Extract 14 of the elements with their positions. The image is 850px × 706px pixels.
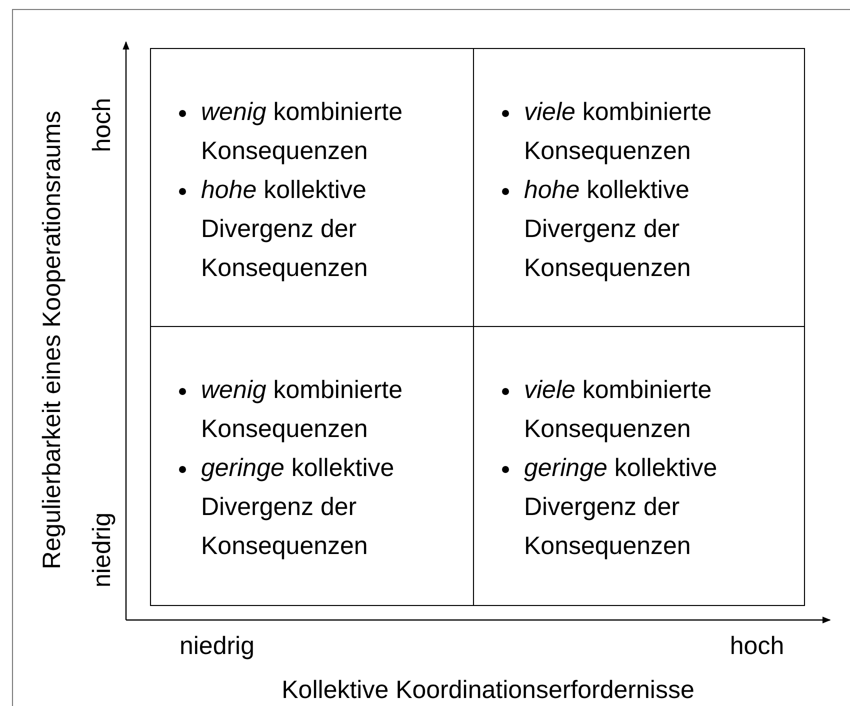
matrix-cell [150,48,474,327]
matrix-cell [150,326,474,606]
y-axis-title: Regulierbarkeit eines Kooperationsraums [37,110,67,570]
bullet-text: geringe kollektive Divergenz der Konsequenzen [500,449,794,566]
bullet-text: hohe kollektive Divergenz der Konsequenzen [500,171,794,288]
bullet-text: geringe kollektive Divergenz der Konsequenzen [177,449,463,566]
x-axis-tick-label: hoch [730,631,784,661]
matrix-cell [473,48,805,327]
matrix-cell [473,326,805,606]
y-axis-tick-label: niedrig [87,512,117,588]
x-axis-title: Kollektive Koordinationserfordernisse [282,675,694,705]
y-axis-tick-label: hoch [87,98,117,152]
x-axis-tick-label: niedrig [179,631,255,661]
bullet-text: hohe kollektive Divergenz der Konsequenzen [177,171,463,288]
